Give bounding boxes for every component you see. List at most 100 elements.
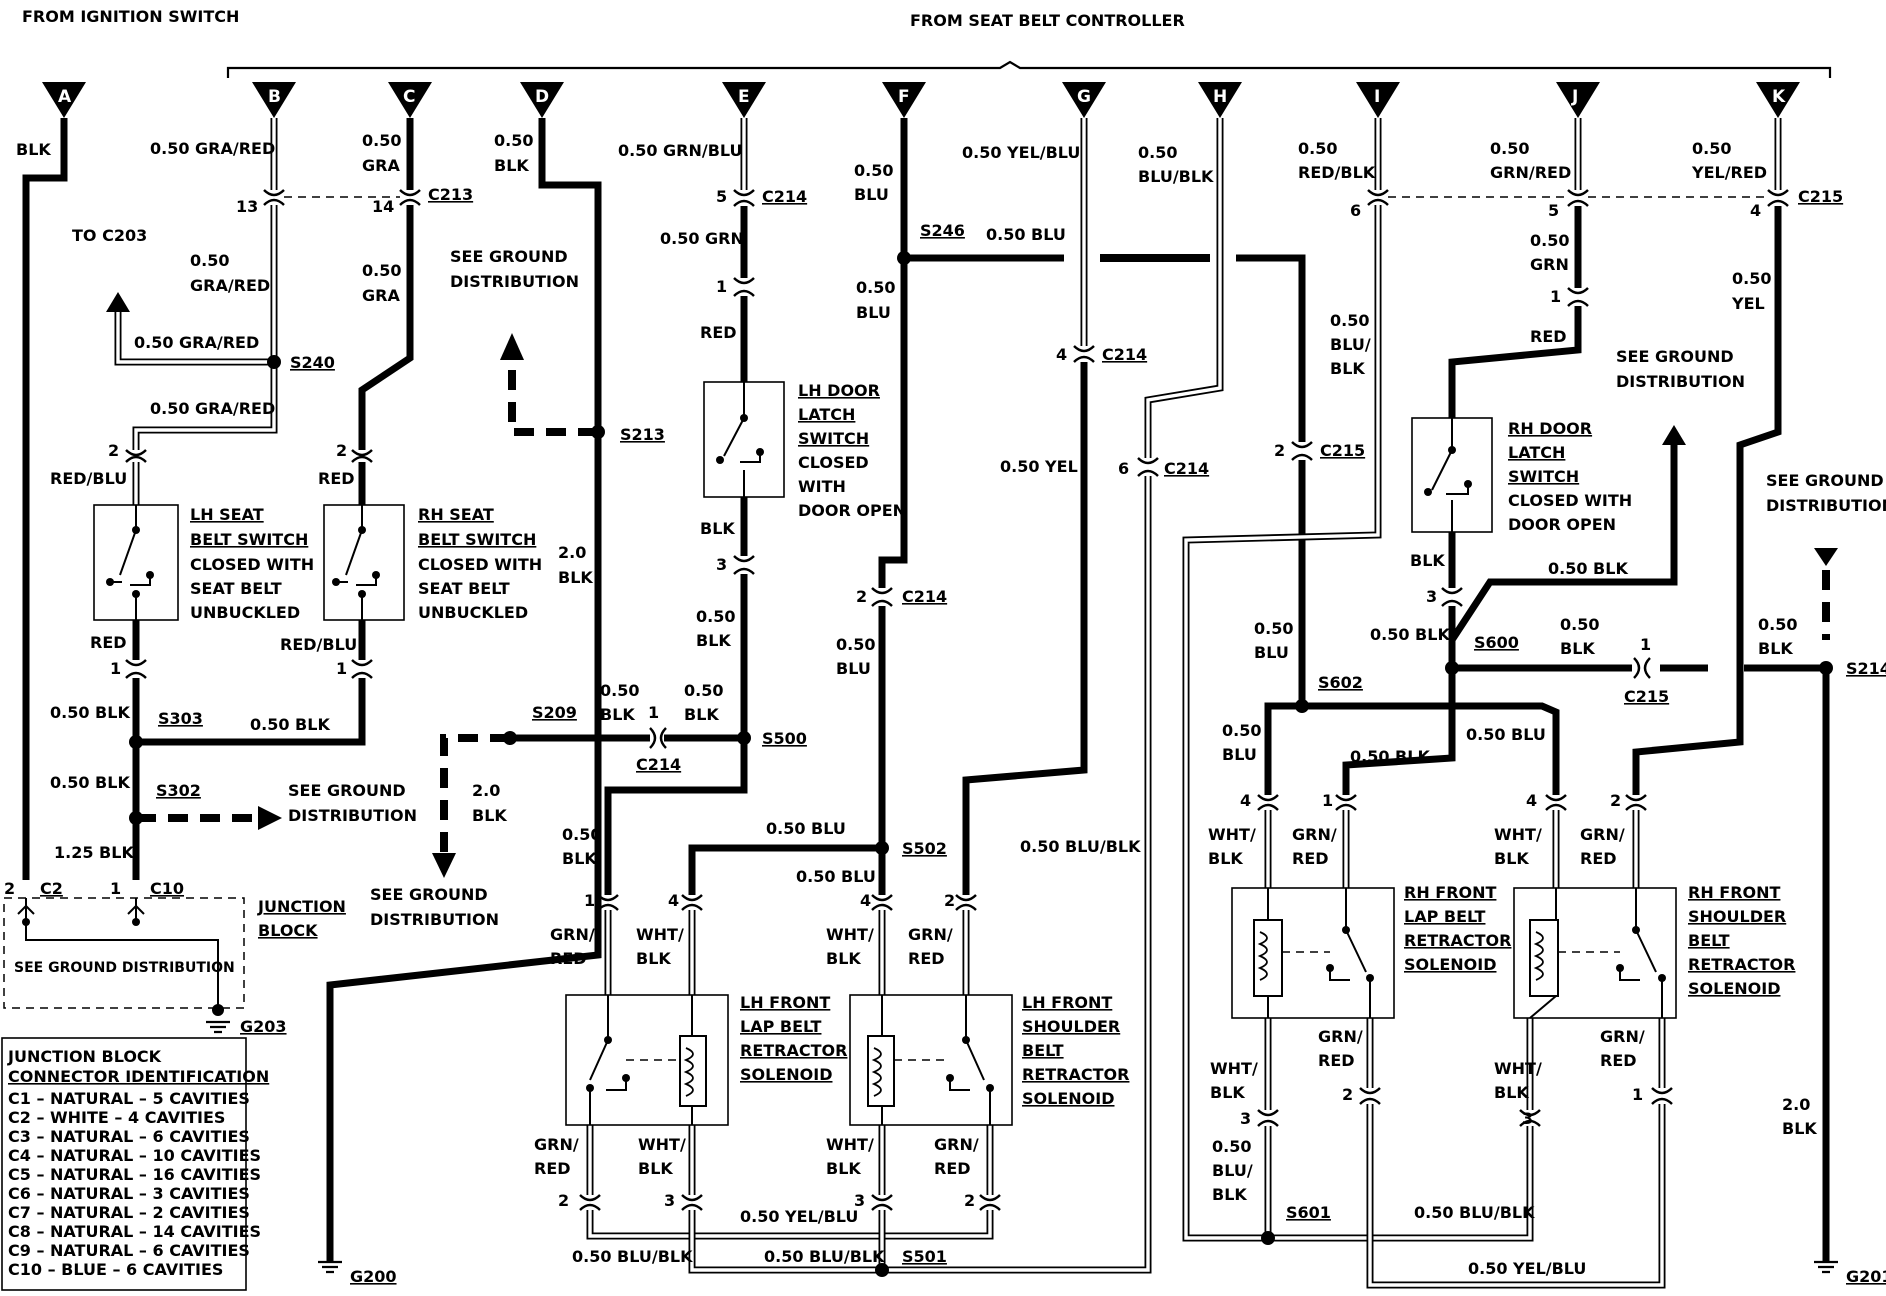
svg-text:RH DOOR: RH DOOR (1508, 419, 1592, 438)
svg-text:C214: C214 (1164, 459, 1209, 478)
svg-text:S213: S213 (620, 425, 665, 444)
svg-text:0.50: 0.50 (856, 278, 895, 297)
svg-text:1: 1 (1640, 635, 1651, 654)
svg-text:BLK: BLK (558, 568, 593, 587)
svg-text:BLK: BLK (696, 631, 731, 650)
svg-text:BLK: BLK (636, 949, 671, 968)
svg-text:0.50 BLU: 0.50 BLU (766, 819, 846, 838)
svg-text:BLK: BLK (1410, 551, 1445, 570)
svg-text:SOLENOID: SOLENOID (740, 1065, 832, 1084)
connector-c: C (388, 82, 432, 118)
svg-text:SEE GROUND: SEE GROUND (1766, 471, 1884, 490)
svg-text:0.50 GRA/RED: 0.50 GRA/RED (150, 399, 275, 418)
svg-text:GRN/: GRN/ (1318, 1027, 1363, 1046)
svg-text:G203: G203 (240, 1017, 287, 1036)
wire-s213-dash (508, 355, 598, 436)
legend-row: C9 – NATURAL – 6 CAVITIES (8, 1241, 250, 1260)
svg-text:WHT/: WHT/ (638, 1135, 686, 1154)
legend-row: C8 – NATURAL – 14 CAVITIES (8, 1222, 261, 1241)
svg-text:BLK: BLK (1210, 1083, 1245, 1102)
svg-text:0.50: 0.50 (562, 825, 601, 844)
svg-text:0.50: 0.50 (836, 635, 875, 654)
svg-text:RETRACTOR: RETRACTOR (1022, 1065, 1129, 1084)
svg-text:WHT/: WHT/ (1210, 1059, 1258, 1078)
svg-text:SOLENOID: SOLENOID (1688, 979, 1780, 998)
svg-text:5: 5 (716, 187, 727, 206)
svg-text:3: 3 (716, 555, 727, 574)
connector-g: G (1062, 82, 1106, 118)
connector-k: K (1756, 82, 1800, 118)
from-seat-belt-label: FROM SEAT BELT CONTROLLER (910, 11, 1185, 30)
svg-text:S501: S501 (902, 1247, 947, 1266)
svg-text:F: F (898, 87, 910, 107)
svg-text:DOOR OPEN: DOOR OPEN (1508, 515, 1616, 534)
solid-wires (22, 118, 1830, 1262)
svg-text:GRN/: GRN/ (534, 1135, 579, 1154)
svg-text:1: 1 (336, 659, 347, 678)
splice-dots (129, 251, 1833, 1277)
svg-text:LH SEAT: LH SEAT (190, 505, 264, 524)
svg-text:0.50: 0.50 (1222, 721, 1261, 740)
svg-text:BLK: BLK (826, 949, 861, 968)
svg-text:S302: S302 (156, 781, 201, 800)
svg-text:S602: S602 (1318, 673, 1363, 692)
svg-text:2.0: 2.0 (1782, 1095, 1810, 1114)
svg-text:1: 1 (1550, 287, 1561, 306)
legend-row: C1 – NATURAL – 5 CAVITIES (8, 1089, 250, 1108)
wire-g (962, 362, 1088, 895)
svg-text:RED: RED (1580, 849, 1617, 868)
svg-text:WHT/: WHT/ (826, 925, 874, 944)
svg-text:0.50 GRN/BLU: 0.50 GRN/BLU (618, 141, 743, 160)
svg-text:RED: RED (90, 633, 127, 652)
svg-text:WHT/: WHT/ (1494, 1059, 1542, 1078)
svg-text:CLOSED WITH: CLOSED WITH (418, 555, 542, 574)
svg-text:0.50 GRN: 0.50 GRN (660, 229, 744, 248)
svg-text:S303: S303 (158, 709, 203, 728)
svg-text:WHT/: WHT/ (826, 1135, 874, 1154)
svg-text:0.50 GRA/RED: 0.50 GRA/RED (134, 333, 259, 352)
svg-text:SHOULDER: SHOULDER (1022, 1017, 1120, 1036)
svg-text:2: 2 (1610, 791, 1621, 810)
svg-text:1: 1 (648, 703, 659, 722)
svg-text:0.50 GRA/RED: 0.50 GRA/RED (150, 139, 275, 158)
wire-a (22, 118, 68, 880)
svg-text:3: 3 (1522, 1109, 1533, 1128)
connector-d: D (520, 82, 564, 118)
svg-text:2: 2 (336, 441, 347, 460)
svg-text:2.0: 2.0 (472, 781, 500, 800)
svg-text:BLK: BLK (1208, 849, 1243, 868)
svg-text:0.50: 0.50 (684, 681, 723, 700)
svg-text:GRA: GRA (362, 286, 400, 305)
svg-text:1: 1 (716, 277, 727, 296)
svg-text:SWITCH: SWITCH (798, 429, 869, 448)
svg-text:C214: C214 (902, 587, 947, 606)
svg-text:0.50 BLK: 0.50 BLK (1370, 625, 1450, 644)
svg-text:S601: S601 (1286, 1203, 1331, 1222)
svg-text:BLK: BLK (562, 849, 597, 868)
svg-text:SOLENOID: SOLENOID (1022, 1089, 1114, 1108)
ground-labels: G203 G200 G201 (240, 1017, 1886, 1286)
svg-text:SWITCH: SWITCH (1508, 467, 1579, 486)
svg-text:GRN/: GRN/ (908, 925, 953, 944)
legend-title-1: JUNCTION BLOCK (7, 1047, 162, 1066)
svg-text:2: 2 (964, 1191, 975, 1210)
svg-text:S502: S502 (902, 839, 947, 858)
connector-f: F (882, 82, 926, 118)
svg-text:D: D (535, 87, 549, 107)
svg-text:BELT SWITCH: BELT SWITCH (418, 530, 536, 549)
svg-text:6: 6 (1350, 201, 1361, 220)
legend-row: C4 – NATURAL – 10 CAVITIES (8, 1146, 261, 1165)
rh-lap-solenoid (1231, 887, 1395, 1019)
legend-row: C2 – WHITE – 4 CAVITIES (8, 1108, 225, 1127)
svg-text:GRN/: GRN/ (550, 925, 595, 944)
lh-seat-belt-switch (93, 504, 179, 621)
svg-text:SEE GROUND: SEE GROUND (288, 781, 406, 800)
svg-text:BLK: BLK (1782, 1119, 1817, 1138)
svg-text:0.50 YEL/BLU: 0.50 YEL/BLU (962, 143, 1080, 162)
splice-labels: S240 S213 S303 S302 S209 S500 S246 S502 … (156, 221, 1886, 1266)
svg-text:S240: S240 (290, 353, 335, 372)
svg-text:RED: RED (318, 469, 355, 488)
svg-text:RH SEAT: RH SEAT (418, 505, 494, 524)
svg-text:LATCH: LATCH (798, 405, 855, 424)
